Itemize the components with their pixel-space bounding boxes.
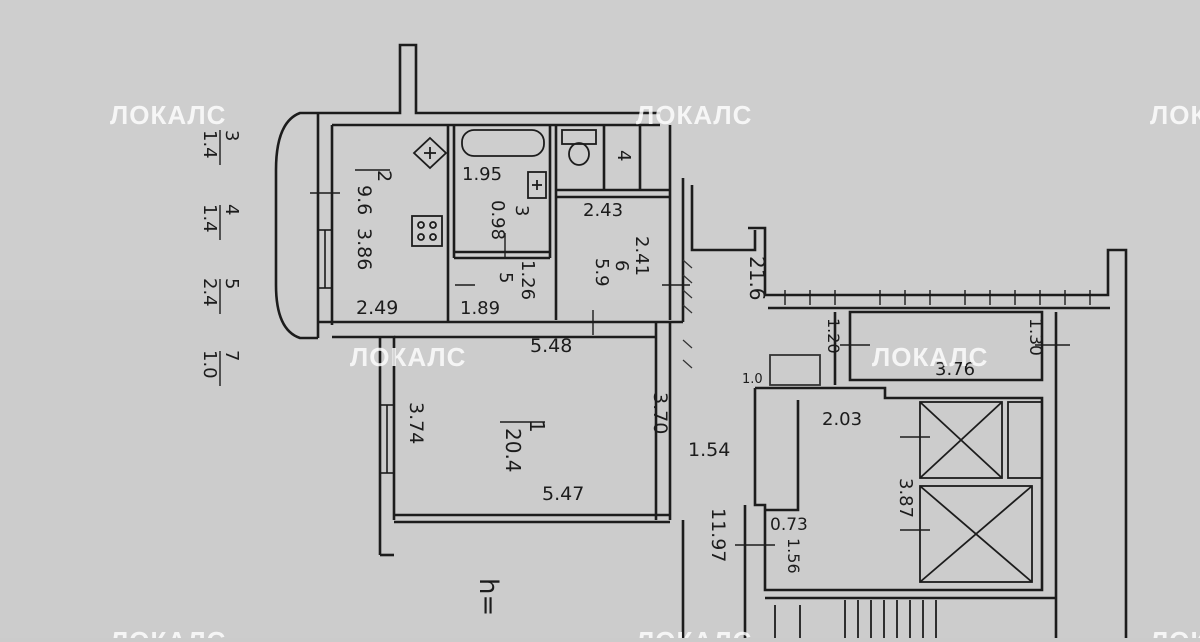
storage-number: 5 [495, 272, 516, 283]
storage-width: 1.89 [460, 298, 500, 319]
legend-row-4-number: 7 [221, 350, 242, 361]
watermark-3: ЛОКАЛС [1150, 100, 1200, 130]
kitchen-number: 2 [373, 170, 395, 182]
watermark-6: ЛОКАЛС [110, 626, 226, 638]
corridor-label-c: 11.97 [707, 508, 729, 562]
loggia-depth: 1.30 [1025, 318, 1045, 356]
stair-treads [774, 600, 937, 638]
watermark-1: ЛОКАЛС [110, 100, 226, 130]
bathroom-depth: 0.98 [487, 200, 508, 240]
legend: 3 1.4 4 1.4 5 2.4 7 1.0 [199, 130, 242, 386]
living-left-height: 3.74 [405, 402, 427, 444]
watermark-7: ЛОКАЛС [636, 626, 752, 638]
bathroom-labels: 1.95 3 0.98 [462, 164, 532, 240]
corridor-label-e: 1.0 [742, 372, 763, 387]
storage-depth: 1.26 [517, 260, 538, 300]
fixtures [310, 129, 1091, 638]
toilet-bowl [568, 142, 590, 166]
stair-hall-niche-depth: 1.56 [784, 538, 803, 574]
corridor-label-b: 1.54 [688, 439, 730, 461]
bathroom-number: 3 [511, 205, 532, 216]
stove [411, 215, 443, 247]
watermark-2: ЛОКАЛС [636, 100, 752, 130]
storage-labels: 1.89 1.26 5 [460, 260, 538, 319]
hall-area: 5.9 [591, 258, 612, 287]
living-area: 20.4 [501, 428, 525, 473]
corridor-label-d: 1.20 [824, 318, 843, 354]
kitchen-width: 2.49 [356, 297, 398, 319]
next-room-label: h= [473, 578, 503, 616]
legend-row-3-value: 2.4 [199, 278, 220, 307]
legend-row-1-value: 1.4 [199, 130, 220, 159]
watermark-5: ЛОКАЛС [872, 342, 988, 372]
kitchen-length: 3.86 [353, 228, 375, 270]
kitchen-sink [412, 136, 448, 170]
stair-hall-labels: 2.03 3.87 0.73 1.56 [770, 409, 916, 574]
elevator-shaft-1 [919, 401, 1003, 479]
next-room-labels: h= [473, 578, 503, 616]
right-outer-wall [748, 226, 1128, 638]
kitchen-labels: 2 9.6 3.86 2.49 [353, 169, 398, 319]
bay-outer-wall [274, 111, 318, 340]
toilet-number: 4 [613, 150, 634, 161]
corridor-top-notch [690, 185, 757, 252]
hall-number: 6 [611, 260, 632, 271]
living-labels: 5.48 1 20.4 3.74 3.70 5.47 [405, 335, 671, 505]
hall-width: 2.43 [583, 200, 623, 221]
stair-hall-length: 3.87 [895, 478, 916, 518]
stair-hall-walls [753, 386, 1044, 592]
loggia-width: 3.76 [935, 359, 975, 380]
toilet-labels: 4 [613, 150, 634, 161]
dimension-ticks [310, 192, 1070, 546]
elevator-shaft-2 [919, 485, 1033, 583]
hall-depth: 2.41 [631, 236, 652, 276]
niche-box [769, 354, 821, 386]
living-right-height: 3.70 [649, 392, 671, 434]
legend-row-2-value: 1.4 [199, 204, 220, 233]
toilet-tank [561, 129, 597, 145]
living-bottom-width: 5.47 [542, 483, 584, 505]
top-wall-outer [318, 43, 660, 115]
railing-ticks [784, 290, 1091, 305]
loggia-walls [848, 310, 1044, 382]
paper-light-area [0, 0, 1200, 300]
watermark-8: ЛОКАЛС [1150, 626, 1200, 638]
bathtub [461, 129, 545, 157]
bath-sink [527, 171, 547, 199]
corridor-labels: 21.6 1.54 11.97 1.20 1.0 [688, 256, 843, 562]
stair-hall-niche-width: 0.73 [770, 515, 808, 535]
stair-hall-width: 2.03 [822, 409, 862, 430]
hatch-marks [682, 259, 821, 386]
hall-labels: 2.43 2.41 6 5.9 [583, 200, 652, 287]
stair-hall-niche [765, 400, 800, 512]
legend-row-3-number: 5 [221, 278, 242, 289]
corridor-label-a: 21.6 [745, 256, 769, 301]
bathroom-width: 1.95 [462, 164, 502, 185]
kitchen-area: 9.6 [353, 185, 375, 215]
living-top-width: 5.48 [530, 335, 572, 357]
legend-row-2-number: 4 [221, 204, 242, 215]
walls [274, 43, 1128, 638]
legend-row-1-number: 3 [221, 130, 242, 141]
living-number: 1 [525, 420, 549, 433]
watermark-4: ЛОКАЛС [350, 342, 466, 372]
windows [317, 229, 395, 474]
shaft-side [1007, 401, 1043, 479]
legend-row-4-value: 1.0 [199, 350, 220, 379]
loggia-labels: 3.76 1.30 [935, 318, 1045, 380]
